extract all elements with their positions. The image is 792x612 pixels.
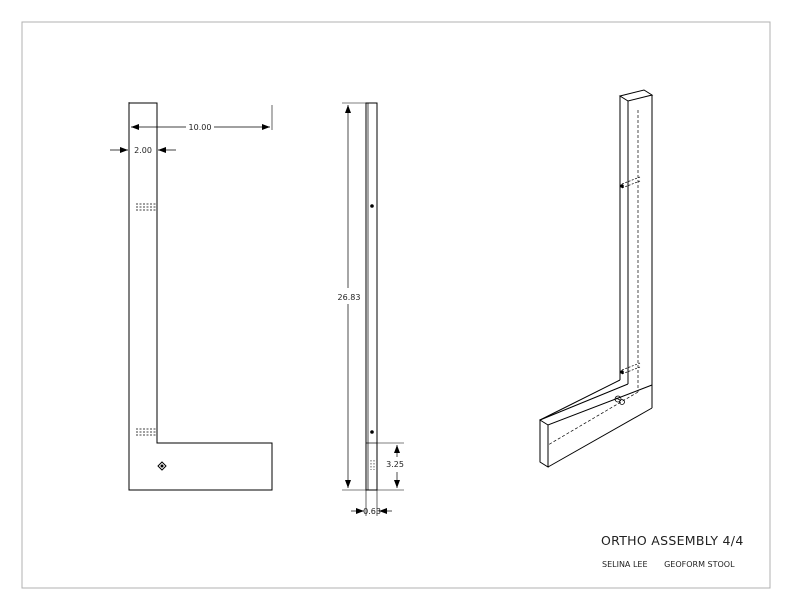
isometric-view: [538, 89, 654, 468]
front-view-outline: [128, 102, 273, 491]
front-hidden-hole-upper: [136, 203, 157, 211]
dim-height-overall: 26.83: [338, 102, 366, 491]
dim-width-overall-label: 10.00: [189, 123, 212, 132]
dim-height-overall-label: 26.83: [338, 293, 361, 302]
dim-seat-height-label: 3.25: [386, 460, 404, 469]
author-name: SELINA LEE: [602, 560, 648, 569]
iso-hidden-screw-upper: [621, 176, 641, 189]
sheet-border: [21, 21, 771, 589]
side-view: 26.83 3.25 0.63: [338, 102, 404, 516]
dim-width-upright-label: 2.00: [134, 146, 152, 155]
side-hidden-screw: [370, 460, 375, 470]
iso-screw-head-icon: [614, 395, 625, 405]
front-screw-icon: [157, 461, 167, 471]
project-name: GEOFORM STOOL: [664, 560, 735, 569]
title-block-meta: SELINA LEE GEOFORM STOOL: [602, 560, 735, 569]
dim-thickness-label: 0.63: [363, 507, 381, 516]
side-view-outline: [365, 102, 378, 491]
side-hole-upper: [370, 204, 374, 208]
dim-seat-height: 3.25: [377, 442, 404, 491]
iso-top-face: [618, 89, 654, 102]
dim-thickness: 0.63: [351, 490, 392, 516]
dim-width-overall: 10.00: [128, 102, 273, 132]
front-hidden-hole-lower: [136, 428, 157, 436]
front-view: 10.00 2.00: [110, 102, 273, 491]
drawing-title: ORTHO ASSEMBLY 4/4: [601, 533, 744, 548]
side-hole-lower: [370, 430, 374, 434]
dim-width-upright: 2.00: [110, 146, 176, 155]
iso-hidden-screw-lower: [621, 362, 641, 375]
iso-hidden-edges: [547, 110, 639, 446]
